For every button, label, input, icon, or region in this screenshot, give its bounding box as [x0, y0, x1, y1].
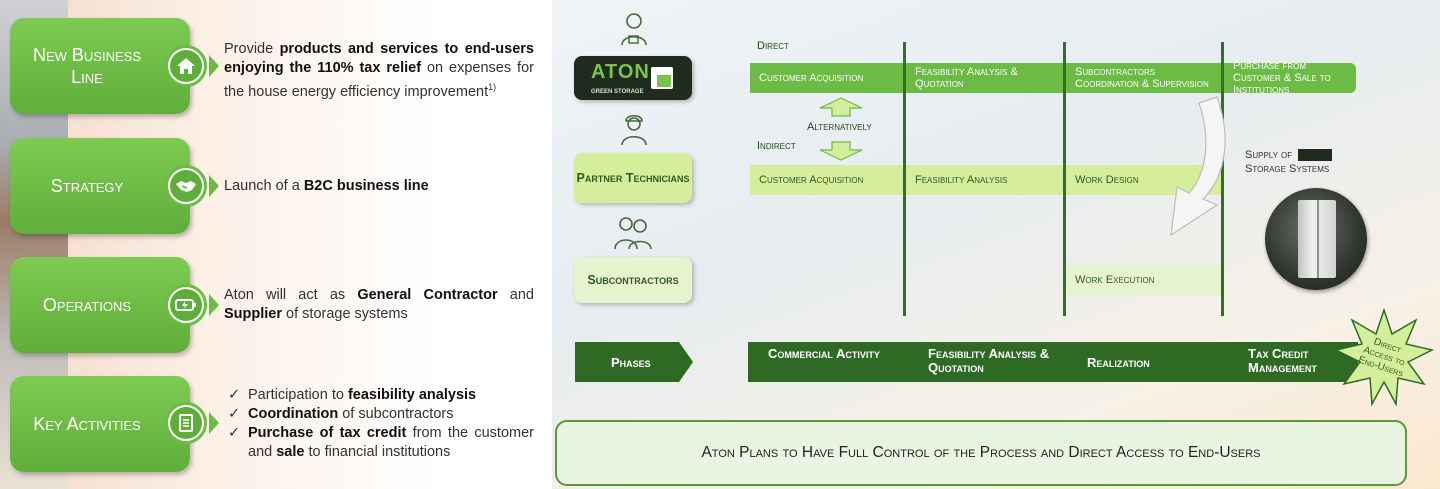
partner-technicians-box: Partner Technicians [574, 153, 692, 203]
storage-cabinet [1298, 200, 1336, 278]
arrow-up-icon [819, 97, 863, 117]
tile-description: Aton will act as General Contractor and … [224, 287, 534, 322]
aton-logo: ATON GREEN STORAGE [574, 56, 692, 100]
alternatively-label: Alternatively [807, 121, 872, 133]
aton-mini-logo [1298, 149, 1333, 162]
tile-description: Participation to feasibility analysis Co… [224, 386, 534, 462]
handshake-icon [165, 165, 207, 207]
phase-item: Realization [1087, 355, 1150, 370]
tile-operations: Operations [10, 257, 190, 353]
indirect-step: Customer Acquisition [750, 165, 903, 195]
tile-title: Strategy [50, 176, 124, 196]
arrow-tip [209, 294, 219, 316]
direct-step: Feasibility Analysis & Quotation [906, 63, 1063, 93]
home-icon [165, 45, 207, 87]
tile-title: Key Activities [33, 414, 141, 434]
direct-step: Subcontractors Coordination & Supervisio… [1066, 63, 1221, 93]
phases-bar [748, 342, 1358, 382]
direct-step: Customer Acquisition [750, 63, 903, 93]
column-divider [1063, 42, 1066, 316]
tile-title: New Business Line [32, 45, 142, 87]
phases-label: Phases [611, 355, 651, 370]
list-item: Participation to feasibility analysis [224, 386, 534, 405]
indirect-label: Indirect [757, 140, 796, 152]
indirect-step: Feasibility Analysis [906, 165, 1063, 195]
star-badge [1334, 308, 1434, 407]
worker-icon [620, 112, 648, 150]
direct-step: Purchase from Customer & Sale to Institu… [1224, 60, 1356, 96]
supply-label: Supply of Storage Systems [1245, 148, 1333, 176]
tile-new-business-line: New Business Line [10, 18, 190, 114]
person-icon [620, 12, 648, 50]
column-divider [1221, 42, 1224, 316]
arrow-tip [209, 175, 219, 197]
tile-title: Operations [42, 295, 132, 315]
subcontractor-step: Work Execution [1066, 265, 1221, 295]
arrow-down-icon [819, 141, 863, 161]
column-divider [903, 42, 906, 316]
tile-description: Launch of a B2C business line [224, 178, 429, 194]
battery-icon [165, 284, 207, 326]
direct-label: Direct [757, 40, 789, 52]
list-item: Purchase of tax credit from the customer… [224, 424, 534, 462]
bottom-message: Aton Plans to Have Full Control of the P… [555, 420, 1407, 486]
tile-strategy: Strategy [10, 138, 190, 234]
subcontractors-box: Subcontractors [574, 257, 692, 303]
curved-arrow-icon [1170, 96, 1226, 237]
phase-item: Feasibility Analysis & Quotation [928, 346, 1050, 375]
phase-item: Commercial Activity [768, 346, 880, 361]
checklist-icon [165, 402, 207, 444]
phase-item: Tax Credit Management [1248, 346, 1317, 375]
tile-description: Provide products and services to end-use… [224, 41, 534, 100]
list-item: Coordination of subcontractors [224, 405, 534, 424]
arrow-tip [209, 412, 219, 434]
phases-chevron [575, 342, 693, 382]
team-icon [613, 215, 653, 255]
arrow-tip [209, 55, 219, 77]
tile-key-activities: Key Activities [10, 376, 190, 472]
